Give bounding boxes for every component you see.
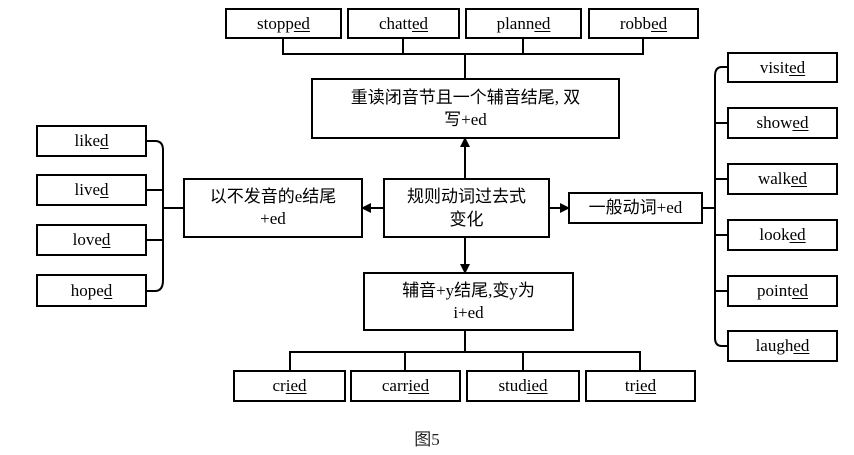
center-topic-line1: 规则动词过去式 [407, 187, 526, 206]
category-left-line2: +ed [260, 209, 286, 228]
example-word-left-3: hoped [36, 274, 147, 307]
category-top-line1: 重读闭音节且一个辅音结尾, 双 [350, 87, 581, 107]
example-word-top-0: stopped [225, 8, 342, 39]
category-right-box: 一般动词+ed [568, 192, 703, 224]
example-word-right-0: visited [727, 52, 838, 83]
example-word-left-2: loved [36, 224, 147, 256]
example-word-right-4: pointed [727, 275, 838, 307]
example-word-top-2: planned [465, 8, 582, 39]
center-topic-box: 规则动词过去式 变化 [383, 178, 550, 238]
example-word-bottom-1: carried [350, 370, 461, 402]
category-bottom-box: 辅音+y结尾,变y为 i+ed [363, 272, 574, 331]
category-bottom-line1: 辅音+y结尾,变y为 [402, 280, 535, 300]
category-bottom-line2: i+ed [453, 302, 484, 322]
example-word-right-5: laughed [727, 330, 838, 362]
example-word-left-1: lived [36, 174, 147, 206]
category-left-line1: 以不发音的e结尾 [209, 187, 337, 206]
example-word-bottom-0: cried [233, 370, 346, 402]
category-left-box: 以不发音的e结尾 +ed [183, 178, 363, 238]
left-bracket [147, 140, 183, 292]
example-word-right-2: walked [727, 163, 838, 195]
example-word-top-3: robbed [588, 8, 699, 39]
category-top-line2: 写+ed [444, 109, 487, 129]
example-word-bottom-3: tried [585, 370, 696, 402]
category-top-box: 重读闭音节且一个辅音结尾, 双 写+ed [311, 78, 620, 139]
right-bracket [703, 66, 727, 347]
example-word-bottom-2: studied [466, 370, 580, 402]
category-right-line1: 一般动词+ed [588, 198, 683, 217]
example-word-left-0: liked [36, 125, 147, 157]
example-word-top-1: chatted [347, 8, 460, 39]
example-word-right-1: showed [727, 107, 838, 139]
figure-caption: 图5 [414, 430, 440, 449]
bottom-bracket [289, 331, 641, 370]
center-topic-line2: 变化 [449, 210, 484, 229]
top-bracket [282, 39, 644, 78]
example-word-right-3: looked [727, 219, 838, 251]
